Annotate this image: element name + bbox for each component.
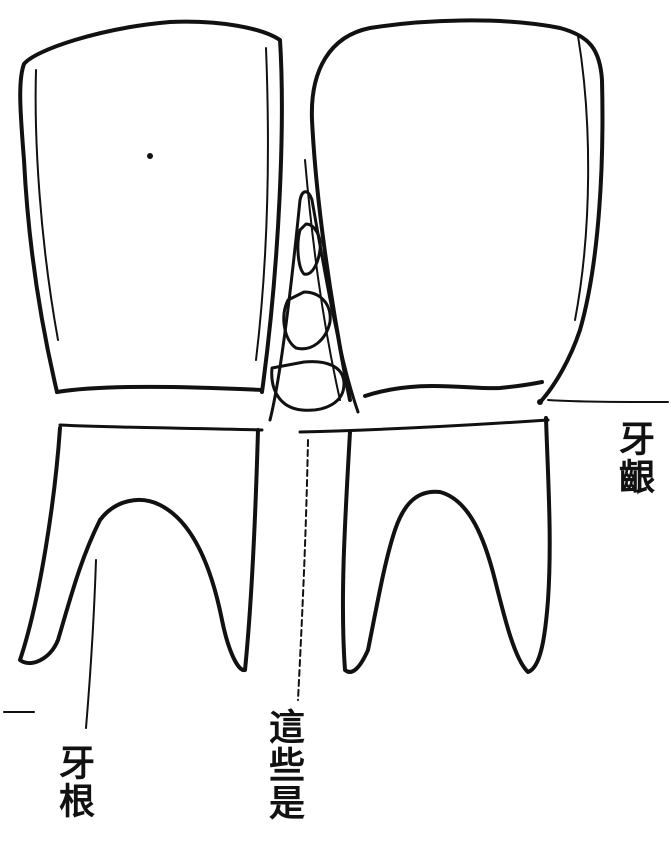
left-tooth-root <box>20 428 258 670</box>
speckle <box>537 399 543 405</box>
these-are-leader-line <box>298 440 308 700</box>
left-gum-line-top <box>57 387 262 392</box>
right-tooth-crown <box>312 20 603 400</box>
debris-particle-2 <box>284 292 330 349</box>
left-tooth-crown-inner-right <box>256 48 268 360</box>
gum-label: 牙齦 <box>616 420 652 496</box>
these-are-label: 這些是 <box>266 708 302 822</box>
left-tooth-crown <box>20 22 282 392</box>
gum-leader-line <box>548 400 668 402</box>
right-tooth-crown-inner <box>575 36 588 320</box>
speckle <box>147 153 153 159</box>
right-tooth-root <box>343 418 550 672</box>
root-label: 牙根 <box>56 744 92 820</box>
right-gum-line-bottom <box>300 420 548 432</box>
left-gum-line-bottom <box>60 425 262 430</box>
root-leader-line <box>86 560 96 728</box>
right-gum-line-top <box>365 382 542 396</box>
